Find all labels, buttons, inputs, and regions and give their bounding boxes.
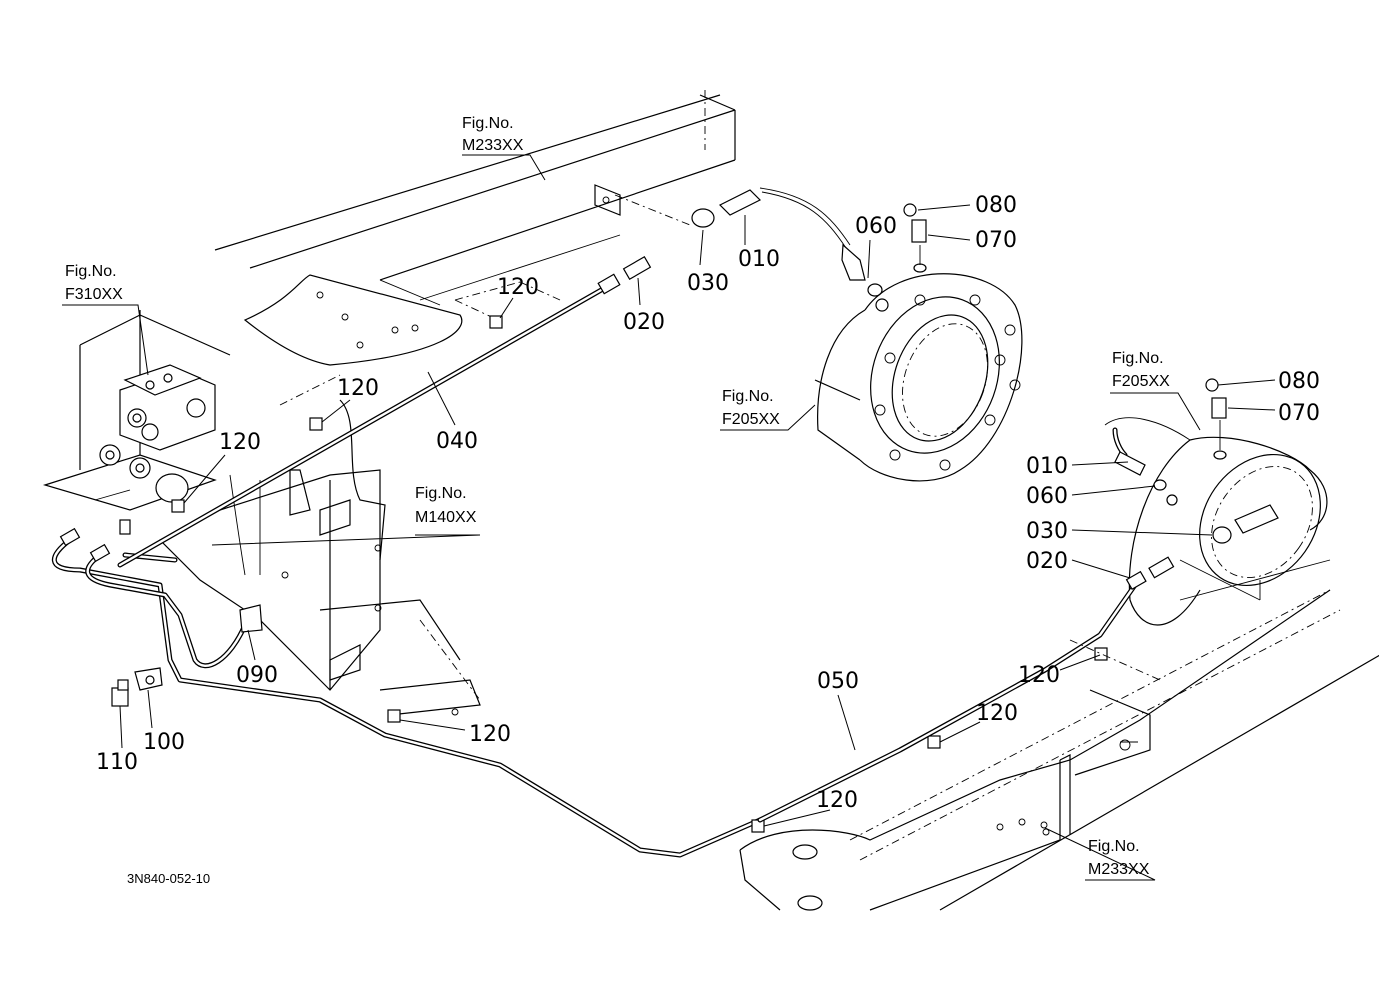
frame-rail-top: [214, 90, 736, 306]
fig-ref-line1: Fig.No.: [722, 388, 774, 405]
part-label-090: 090: [236, 663, 278, 688]
part-labels: 010 030 020 060 080 070 120 120 120 040 …: [96, 193, 1320, 813]
part-label-030-top: 030: [687, 271, 729, 296]
left-brake-pipes: [51, 255, 763, 858]
part-label-070-top: 070: [975, 228, 1017, 253]
part-label-050: 050: [817, 669, 859, 694]
part-label-120-c: 120: [219, 430, 261, 455]
leader-lines: [62, 154, 1276, 881]
part-label-020-top: 020: [623, 310, 665, 335]
part-label-120-e: 120: [1018, 663, 1060, 688]
fig-ref-line1: Fig.No.: [1112, 350, 1164, 367]
bleeder-assembly: [111, 604, 263, 707]
part-label-120-f: 120: [976, 701, 1018, 726]
part-label-120-b: 120: [337, 376, 379, 401]
fig-ref-f205-right: Fig.No. F205XX: [1112, 350, 1170, 390]
part-label-030-right: 030: [1026, 519, 1068, 544]
fig-ref-m140: Fig.No. M140XX: [415, 485, 477, 526]
frame-rail-bottom: [739, 559, 1379, 911]
part-label-080-right: 080: [1278, 369, 1320, 394]
fig-ref-line2: M233XX: [462, 137, 524, 154]
fig-ref-line2: M233XX: [1088, 861, 1150, 878]
fig-ref-m233-bottom: Fig.No. M233XX: [1088, 838, 1150, 878]
fig-ref-line1: Fig.No.: [415, 485, 467, 502]
part-label-010-top: 010: [738, 247, 780, 272]
fig-ref-line2: F205XX: [1112, 373, 1170, 390]
fig-ref-line2: M140XX: [415, 509, 477, 526]
part-label-080-top: 080: [975, 193, 1017, 218]
fig-ref-line1: Fig.No.: [462, 115, 514, 132]
document-id: 3N840-052-10: [127, 871, 210, 886]
fig-ref-line1: Fig.No.: [1088, 838, 1140, 855]
right-brake-pipe: [757, 556, 1175, 823]
part-label-120-d: 120: [469, 722, 511, 747]
fig-ref-f205-center: Fig.No. F205XX: [722, 388, 780, 428]
pipe-clips: [171, 315, 1108, 833]
part-label-120-g: 120: [816, 788, 858, 813]
part-label-060-top: 060: [855, 214, 897, 239]
fig-ref-m233-top: Fig.No. M233XX: [462, 115, 524, 154]
part-label-010-right: 010: [1026, 454, 1068, 479]
part-label-110: 110: [96, 750, 138, 775]
fig-ref-line1: Fig.No.: [65, 263, 117, 280]
bracket-panel: [158, 399, 481, 716]
fig-ref-line2: F205XX: [722, 411, 780, 428]
brake-drum-right: [1104, 378, 1328, 626]
part-label-060-right: 060: [1026, 484, 1068, 509]
brake-drum-center: [814, 273, 1023, 482]
part-label-040: 040: [436, 429, 478, 454]
part-label-120-a: 120: [497, 275, 539, 300]
part-label-020-right: 020: [1026, 549, 1068, 574]
part-label-100: 100: [143, 730, 185, 755]
fig-ref-f310: Fig.No. F310XX: [65, 263, 123, 303]
fig-ref-line2: F310XX: [65, 286, 123, 303]
master-cylinder: [42, 310, 231, 535]
top-brake-hose: [691, 187, 927, 312]
part-label-070-right: 070: [1278, 401, 1320, 426]
